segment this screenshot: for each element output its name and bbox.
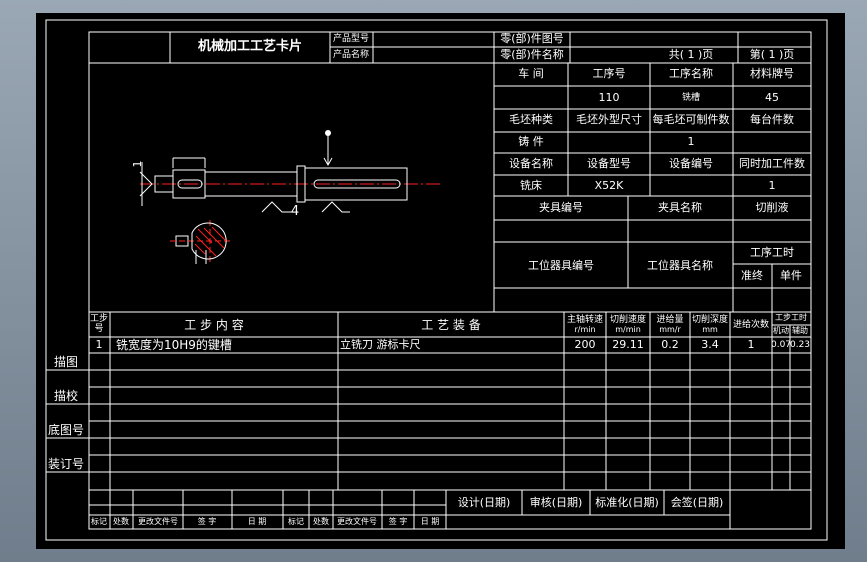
- process-no-label: 工序号: [592, 67, 626, 80]
- material-value: 45: [765, 91, 779, 104]
- page-number: 第( 1 )页: [749, 48, 795, 61]
- footer-date: 日 期: [247, 517, 267, 526]
- small-keyway: [177, 179, 203, 189]
- simultaneous-label: 同时加工件数: [739, 157, 805, 170]
- step-1-cutting-speed: 29.11: [612, 338, 644, 351]
- footer-mark: 标记: [91, 517, 107, 526]
- side-label-base-no: 底图号: [47, 423, 85, 437]
- pieces-per-blank-value: 1: [687, 135, 695, 148]
- process-name-label: 工序名称: [669, 67, 713, 80]
- feed-header: 进给量: [656, 315, 684, 325]
- dimension-1: 1: [131, 160, 144, 168]
- step-1-content: 铣宽度为10H9的键槽: [116, 338, 232, 352]
- material-label: 材料牌号: [750, 67, 794, 80]
- step-1-feed: 0.2: [661, 338, 679, 351]
- footer-count: 处数: [113, 517, 129, 526]
- design-date-label: 设计(日期): [457, 496, 511, 509]
- standard-date-label: 标准化(日期): [595, 496, 659, 509]
- step-1-no: 1: [95, 338, 103, 351]
- simultaneous-value: 1: [768, 179, 776, 192]
- equipment-model-value: X52K: [594, 179, 624, 192]
- equipment-name-value: 铣床: [520, 179, 542, 192]
- footer-count-2: 处数: [313, 517, 329, 526]
- keyway-slot: [313, 179, 401, 189]
- step-1-passes: 1: [747, 338, 755, 351]
- footer-signature: 签 字: [197, 517, 217, 526]
- footer-signature-2: 签 字: [388, 517, 408, 526]
- step-no-header: 工步号: [90, 314, 109, 334]
- product-name-label: 产品名称: [332, 50, 370, 60]
- part-drawing-no-label: 零(部)件图号: [500, 32, 564, 45]
- depth-unit: mm: [702, 325, 718, 334]
- canvas-background: [36, 13, 845, 549]
- step-content-header: 工 步 内 容: [184, 318, 244, 332]
- station-tool-no-label: 工位器具编号: [528, 259, 594, 272]
- section-hatch: [194, 226, 227, 257]
- step-1-depth: 3.4: [701, 338, 719, 351]
- coolant-label: 切削液: [755, 201, 789, 214]
- side-label-binding-no: 装订号: [47, 457, 85, 471]
- card-title: 机械加工工艺卡片: [197, 39, 303, 54]
- machine-time-header: 机动: [773, 326, 789, 335]
- equipment-no-label: 设备编号: [669, 157, 713, 170]
- step-1-equipment: 立铣刀 游标卡尺: [340, 338, 421, 351]
- prep-time-label: 准终: [741, 269, 763, 282]
- part-name-label: 零(部)件名称: [500, 48, 564, 61]
- spindle-speed-unit: r/min: [574, 325, 596, 334]
- frame-lines: [45, 19, 828, 541]
- equipment-name-label: 设备名称: [509, 157, 553, 170]
- equipment-model-label: 设备型号: [587, 157, 631, 170]
- feed-unit: mm/r: [659, 325, 681, 334]
- process-name-value: 铣槽: [681, 93, 701, 103]
- pieces-per-blank-label: 每毛坯可制件数: [652, 113, 730, 126]
- total-pages: 共( 1 )页: [668, 48, 714, 61]
- spindle-speed-header: 主轴转速: [566, 315, 604, 325]
- side-label-trace: 描图: [53, 355, 79, 369]
- pieces-per-unit-label: 每台件数: [750, 113, 794, 126]
- cutting-speed-unit: m/min: [615, 325, 641, 334]
- step-equipment-header: 工 艺 装 备: [421, 318, 481, 332]
- casting-label: 铸 件: [518, 135, 544, 148]
- footer-change-doc-2: 更改文件号: [337, 517, 377, 526]
- side-label-check: 描校: [53, 389, 79, 403]
- step-1-speed: 200: [574, 338, 596, 351]
- step-1-aux-time: 0.23: [789, 340, 811, 350]
- step-1-machine-time: 0.07: [770, 340, 792, 350]
- footer-mark-2: 标记: [288, 517, 304, 526]
- clamp-point: [325, 130, 331, 136]
- footer-change-doc: 更改文件号: [138, 517, 178, 526]
- fixture-name-label: 夹具名称: [658, 201, 702, 214]
- process-no-value: 110: [598, 91, 620, 104]
- station-tool-name-label: 工位器具名称: [647, 259, 713, 272]
- blank-type-label: 毛坯种类: [509, 113, 553, 126]
- product-model-label: 产品型号: [332, 34, 370, 44]
- depth-header: 切削深度: [691, 315, 729, 325]
- process-time-label: 工序工时: [750, 246, 794, 259]
- unit-time-label: 单件: [780, 269, 802, 282]
- sign-date-label: 会签(日期): [670, 496, 724, 509]
- dimension-4: 4: [290, 204, 300, 219]
- review-date-label: 审核(日期): [529, 496, 583, 509]
- footer-date-2: 日 期: [420, 517, 440, 526]
- passes-header: 进给次数: [732, 320, 770, 330]
- fixture-no-label: 夹具编号: [539, 201, 583, 214]
- blank-size-label: 毛坯外型尺寸: [576, 113, 642, 126]
- aux-time-header: 辅助: [792, 326, 808, 335]
- workshop-label: 车 间: [518, 67, 544, 80]
- part-sketch: [139, 130, 440, 264]
- step-time-header: 工步工时: [775, 313, 807, 322]
- section-view: [191, 222, 227, 260]
- cutting-speed-header: 切削速度: [609, 315, 647, 325]
